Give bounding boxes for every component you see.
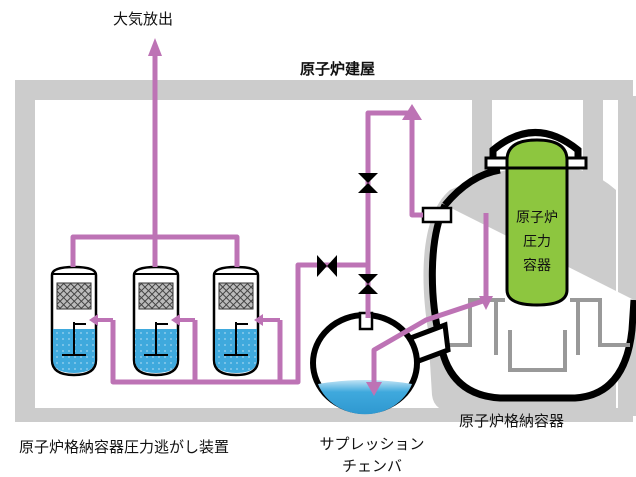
pressure-vessel-label-line2: 圧力: [523, 234, 551, 250]
pressure-vessel-label-line1: 原子炉: [516, 210, 558, 226]
flow-arrow-icons: [89, 38, 493, 396]
filter-vessel-2: [132, 265, 180, 377]
pressure-vessel-label-line3: 容器: [523, 257, 551, 274]
arrow-icon: [89, 314, 98, 326]
vent-system-label: 原子炉格納容器圧力逃がし装置: [19, 438, 229, 456]
arrow-icon: [148, 38, 162, 56]
arrow-icon: [254, 314, 263, 326]
suppression-chamber-label-line1: サプレッション: [319, 435, 424, 453]
valve-icon: [358, 173, 378, 193]
suppression-chamber-label-line2: チェンバ: [342, 457, 402, 475]
valve-icon: [317, 255, 337, 277]
reactor-pressure-vessel: [505, 138, 569, 307]
filter-vessel-1: [50, 265, 98, 377]
reactor-building-label: 原子炉建屋: [300, 60, 375, 78]
arrow-icon: [402, 104, 422, 120]
atmosphere-release-label: 大気放出: [113, 10, 173, 28]
arrow-icon: [171, 314, 180, 326]
arrow-icon: [479, 296, 493, 310]
containment-vessel-label: 原子炉格納容器: [459, 412, 564, 430]
filter-vessel-3: [212, 265, 260, 377]
arrow-icon: [366, 382, 382, 396]
valve-icon: [358, 274, 378, 294]
